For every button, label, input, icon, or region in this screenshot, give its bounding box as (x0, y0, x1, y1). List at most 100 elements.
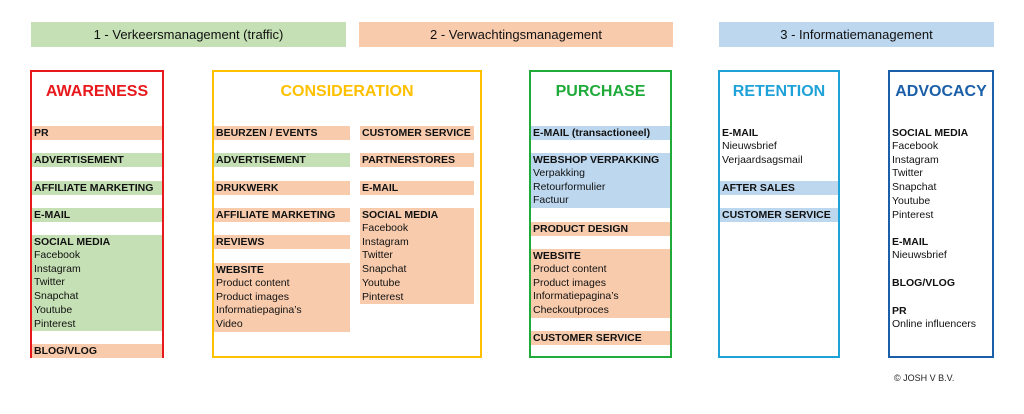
block-heading: SOCIAL MEDIA (34, 236, 111, 248)
list-item: Online influencers (892, 318, 977, 330)
copyright-note: © JOSH V B.V. (894, 373, 955, 383)
purchase-block-packaging: WEBSHOP VERPAKKING Verpakking Retourform… (531, 153, 670, 208)
block-heading: SOCIAL MEDIA (362, 209, 439, 221)
purchase-block-customer-service: CUSTOMER SERVICE (531, 331, 670, 345)
list-item: Twitter (892, 167, 923, 180)
block-heading: PR (892, 305, 907, 317)
consideration-block-advertisement: ADVERTISEMENT (214, 153, 350, 167)
block-heading: BEURZEN / EVENTS (216, 127, 318, 139)
block-heading: E-MAIL (34, 209, 71, 221)
awareness-block-pr: PR (32, 126, 162, 140)
consideration-block-affiliate: AFFILIATE MARKETING (214, 208, 350, 222)
block-heading: ADVERTISEMENT (216, 154, 306, 166)
list-item: Pinterest (34, 317, 76, 330)
banner-expectation: 2 - Verwachtingsmanagement (359, 22, 673, 47)
list-item: Factuur (533, 194, 569, 207)
consideration-title: CONSIDERATION (280, 83, 414, 100)
block-heading: WEBSHOP VERPAKKING (533, 154, 660, 166)
advocacy-block-pr: PR Online influencers (890, 304, 992, 334)
list-item: Facebook (362, 222, 409, 234)
block-heading: CUSTOMER SERVICE (362, 127, 471, 139)
awareness-block-advertisement: ADVERTISEMENT (32, 153, 162, 167)
purchase-column: PURCHASE E-MAIL (transactioneel) WEBSHOP… (529, 70, 672, 358)
block-heading: AFFILIATE MARKETING (216, 209, 336, 221)
list-item: Facebook (892, 140, 939, 152)
block-heading: REVIEWS (216, 236, 265, 248)
awareness-block-blog: BLOG/VLOG (32, 344, 162, 358)
block-heading: BLOG/VLOG (34, 345, 97, 357)
list-item: Nieuwsbrief (892, 249, 947, 261)
block-heading: E-MAIL (362, 182, 399, 194)
purchase-title: PURCHASE (555, 83, 646, 100)
block-heading: WEBSITE (216, 264, 264, 276)
retention-block-customer-service: CUSTOMER SERVICE (720, 208, 838, 222)
purchase-block-product-design: PRODUCT DESIGN (531, 222, 670, 236)
block-heading: E-MAIL (722, 127, 759, 139)
list-item: Snapchat (892, 181, 937, 194)
awareness-block-social: SOCIAL MEDIA Facebook Instagram Twitter … (32, 235, 162, 331)
advocacy-title: ADVOCACY (895, 83, 987, 100)
list-item: Pinterest (362, 290, 404, 303)
list-item: Youtube (892, 194, 931, 207)
block-heading: PR (34, 127, 49, 139)
awareness-column: AWARENESS PR ADVERTISEMENT AFFILIATE MAR… (30, 70, 164, 358)
list-item: Nieuwsbrief (722, 140, 777, 152)
block-heading: AFTER SALES (722, 182, 795, 194)
retention-column: RETENTION E-MAIL Nieuwsbrief Verjaardsag… (718, 70, 840, 358)
block-heading: PARTNERSTORES (362, 154, 455, 166)
awareness-block-email: E-MAIL (32, 208, 162, 222)
list-item: Product content (216, 277, 290, 289)
block-heading: E-MAIL (transactioneel) (533, 127, 651, 139)
block-heading: CUSTOMER SERVICE (533, 332, 642, 344)
list-item: Twitter (362, 249, 393, 262)
awareness-block-affiliate: AFFILIATE MARKETING (32, 181, 162, 195)
advocacy-block-social: SOCIAL MEDIA Facebook Instagram Twitter … (890, 126, 992, 222)
list-item: Checkoutproces (533, 304, 609, 317)
consideration-block-partnerstores: PARTNERSTORES (360, 153, 474, 167)
list-item: Pinterest (892, 208, 934, 221)
consideration-block-email: E-MAIL (360, 181, 474, 195)
advocacy-block-email: E-MAIL Nieuwsbrief (890, 235, 992, 265)
retention-block-email: E-MAIL Nieuwsbrief Verjaardsagsmail (720, 126, 838, 168)
list-item: Instagram (34, 262, 81, 275)
list-item: Product content (533, 263, 607, 275)
consideration-block-events: BEURZEN / EVENTS (214, 126, 350, 140)
banner-traffic: 1 - Verkeersmanagement (traffic) (31, 22, 346, 47)
consideration-block-customer-service: CUSTOMER SERVICE (360, 126, 474, 140)
block-heading: BLOG/VLOG (892, 277, 955, 289)
purchase-block-email: E-MAIL (transactioneel) (531, 126, 670, 140)
list-item: Snapchat (34, 290, 79, 303)
awareness-title: AWARENESS (45, 83, 149, 100)
list-item: Informatiepagina’s (533, 290, 619, 303)
list-item: Product images (533, 276, 606, 289)
list-item: Youtube (34, 303, 73, 316)
consideration-block-social: SOCIAL MEDIA Facebook Instagram Twitter … (360, 208, 474, 304)
list-item: Youtube (362, 276, 401, 289)
consideration-column: CONSIDERATION BEURZEN / EVENTS ADVERTISE… (212, 70, 482, 358)
advocacy-column: ADVOCACY SOCIAL MEDIA Facebook Instagram… (888, 70, 994, 358)
list-item: Informatiepagina’s (216, 304, 302, 317)
purchase-block-website: WEBSITE Product content Product images I… (531, 249, 670, 318)
list-item: Verjaardsagsmail (722, 153, 803, 166)
retention-title: RETENTION (732, 83, 826, 100)
retention-block-after-sales: AFTER SALES (720, 181, 838, 195)
banner-information: 3 - Informatiemanagement (719, 22, 994, 47)
consideration-block-print: DRUKWERK (214, 181, 350, 195)
block-heading: CUSTOMER SERVICE (722, 209, 831, 221)
list-item: Twitter (34, 276, 65, 289)
list-item: Instagram (362, 235, 409, 248)
block-heading: AFFILIATE MARKETING (34, 182, 154, 194)
block-heading: SOCIAL MEDIA (892, 127, 969, 139)
list-item: Snapchat (362, 263, 407, 276)
list-item: Instagram (892, 153, 939, 166)
list-item: Verpakking (533, 167, 585, 179)
list-item: Facebook (34, 249, 81, 261)
list-item: Product images (216, 290, 289, 303)
block-heading: E-MAIL (892, 236, 929, 248)
consideration-block-website: WEBSITE Product content Product images I… (214, 263, 350, 332)
list-item: Video (216, 318, 243, 331)
consideration-block-reviews: REVIEWS (214, 235, 350, 249)
block-heading: ADVERTISEMENT (34, 154, 124, 166)
list-item: Retourformulier (533, 180, 606, 193)
block-heading: WEBSITE (533, 250, 581, 262)
